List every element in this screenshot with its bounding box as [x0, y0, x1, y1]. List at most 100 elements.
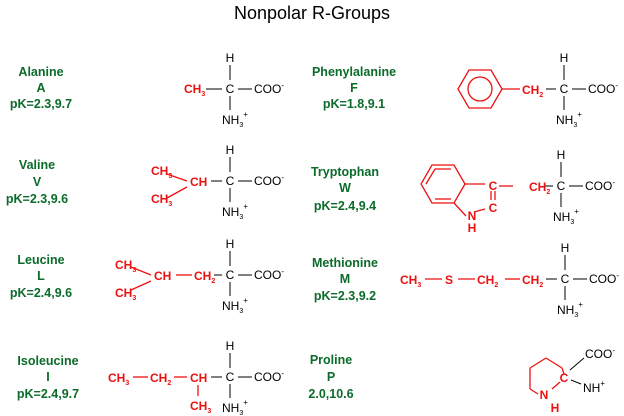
- alpha-hydrogen: H: [226, 51, 235, 65]
- alpha-hydrogen: H: [561, 241, 570, 255]
- methyl-group-upper: CH3: [151, 164, 172, 180]
- amino-acid-letter: L: [37, 269, 45, 283]
- alpha-carbon: C: [561, 272, 570, 286]
- methine-group: CH: [190, 371, 207, 385]
- amino-acid-pk: pK=2.3,9.2: [314, 289, 376, 303]
- benzene-ring-circle: [467, 76, 493, 102]
- amino-acid-pk: pK=2.3,9.6: [6, 192, 68, 206]
- methyl-group: CH3: [184, 82, 205, 98]
- amino-acid-name: Methionine: [312, 256, 378, 270]
- alpha-hydrogen: H: [226, 339, 235, 353]
- amino-acid-name: Alanine: [18, 65, 63, 79]
- amine-group: NH3+: [556, 110, 582, 129]
- amino-acid-letter: P: [327, 370, 335, 384]
- methylene-group-gamma: CH2: [477, 273, 498, 289]
- ring-nitrogen: N: [540, 388, 549, 402]
- carboxylate-group: COO-: [585, 346, 615, 361]
- amino-acid-letter: I: [46, 370, 49, 384]
- methionine-label: Methionine M pK=2.3,9.2: [312, 256, 378, 303]
- benzene-ring: [457, 69, 503, 109]
- alpha-hydrogen: H: [226, 143, 235, 157]
- methine-group: CH: [154, 269, 171, 283]
- methyl-terminal: CH3: [108, 371, 129, 387]
- valine-structure: H C COO- NH3+ CH CH3 CH3: [151, 143, 284, 221]
- amino-acid-pk: pK=2.3,9.7: [10, 97, 72, 111]
- amino-acid-letter: W: [339, 181, 351, 195]
- amine-group: NH3+: [222, 110, 248, 129]
- amino-acid-name: Phenylalanine: [312, 65, 396, 79]
- leucine-structure: H C COO- NH3+ CH2 CH CH3 CH3: [115, 237, 284, 315]
- amine-group: NH3+: [557, 300, 583, 319]
- methionine-structure: H C COO- NH3+ CH2 CH2 S CH3: [400, 241, 619, 319]
- amino-acid-pk: pK=1.8,9.1: [323, 97, 385, 111]
- proline-label: Proline P 2.0,10.6: [308, 353, 353, 401]
- indole-hydrogen: H: [468, 221, 477, 235]
- alpha-hydrogen: H: [560, 51, 569, 65]
- amino-acid-letter: A: [36, 81, 45, 95]
- indole-c3: C: [489, 179, 498, 193]
- methyl-branch: CH3: [190, 399, 211, 415]
- valine-label: Valine V pK=2.3,9.6: [6, 158, 68, 206]
- amino-acid-name: Isoleucine: [17, 354, 78, 368]
- proline-structure: C N H COO- NH+: [529, 346, 615, 415]
- amino-acid-pk: pK=2.4,9.7: [17, 387, 79, 401]
- alpha-carbon: C: [560, 371, 569, 385]
- isoleucine-label: Isoleucine I pK=2.4,9.7: [17, 354, 79, 401]
- leucine-label: Leucine L pK=2.4,9.6: [10, 253, 72, 300]
- methyl-group-lower: CH3: [115, 286, 136, 302]
- tryptophan-label: Tryptophan W pK=2.4,9.4: [311, 165, 379, 213]
- carboxylate-group: COO-: [254, 267, 284, 282]
- alpha-hydrogen: H: [226, 237, 235, 251]
- alpha-carbon: C: [226, 174, 235, 188]
- amine-group: NH3+: [222, 398, 248, 416]
- methylene-group-beta: CH2: [522, 273, 543, 289]
- isoleucine-structure: H C COO- NH3+ CH CH3 CH2 CH3: [108, 339, 284, 416]
- methylene-group: CH2: [194, 269, 215, 285]
- phenylalanine-structure: H C COO- NH3+ CH2: [457, 51, 618, 129]
- alpha-carbon: C: [226, 268, 235, 282]
- carboxylate-group: COO-: [589, 271, 619, 286]
- amine-group: NH+: [583, 379, 605, 395]
- alpha-carbon: C: [560, 82, 569, 96]
- amine-group: NH3+: [222, 296, 248, 315]
- methylene-group: CH2: [522, 83, 543, 99]
- methyl-group-upper: CH3: [115, 258, 136, 274]
- amino-acid-name: Proline: [310, 353, 352, 367]
- carboxylate-group: COO-: [254, 369, 284, 384]
- methyl-group: CH3: [400, 273, 421, 289]
- phenylalanine-label: Phenylalanine F pK=1.8,9.1: [312, 65, 396, 111]
- indole-nitrogen: N: [468, 209, 477, 223]
- alpha-carbon: C: [557, 179, 566, 193]
- amino-acid-letter: V: [33, 175, 42, 189]
- amino-acid-pk: pK=2.4,9.6: [10, 286, 72, 300]
- alpha-carbon: C: [226, 370, 235, 384]
- methylene-group: CH2: [150, 371, 171, 387]
- alanine-label: Alanine A pK=2.3,9.7: [10, 65, 72, 111]
- alpha-carbon: C: [226, 82, 235, 96]
- page-title: Nonpolar R-Groups: [234, 3, 390, 23]
- alanine-structure: H C COO- NH3+ CH3: [184, 51, 284, 129]
- amine-group: NH3+: [222, 202, 248, 221]
- amino-acid-letter: F: [350, 81, 358, 95]
- tryptophan-structure: H C COO- NH3+ CH2 C C N H: [420, 148, 615, 235]
- carboxylate-group: COO-: [585, 178, 615, 193]
- carboxylate-group: COO-: [588, 81, 618, 96]
- amine-group: NH3+: [553, 207, 579, 226]
- carboxylate-group: COO-: [254, 81, 284, 96]
- methyl-group-lower: CH3: [151, 192, 172, 208]
- amino-acid-pk: 2.0,10.6: [308, 387, 353, 401]
- amino-acid-letter: M: [340, 272, 350, 286]
- amino-acid-name: Leucine: [17, 253, 64, 267]
- methine-group: CH: [190, 175, 207, 189]
- amino-acid-pk: pK=2.4,9.4: [314, 199, 376, 213]
- carboxylate-group: COO-: [254, 173, 284, 188]
- indole-benzene-ring: [420, 164, 466, 204]
- alpha-hydrogen: H: [557, 148, 566, 162]
- amino-acid-name: Tryptophan: [311, 165, 379, 179]
- amino-acid-name: Valine: [19, 158, 55, 172]
- sulfur-atom: S: [445, 273, 453, 287]
- methylene-group: CH2: [529, 180, 550, 196]
- ring-hydrogen: H: [551, 401, 560, 415]
- indole-c2: C: [489, 201, 498, 215]
